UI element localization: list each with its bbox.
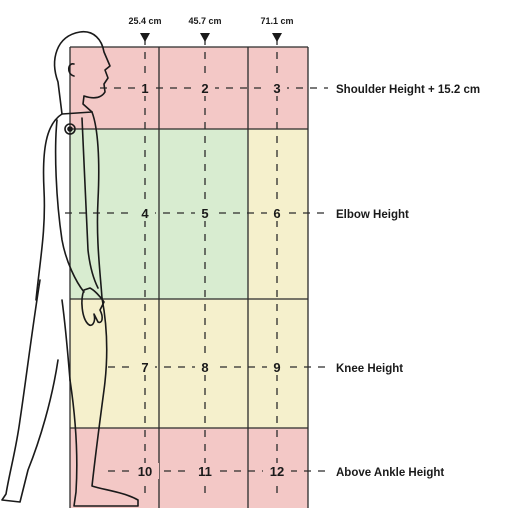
column-label-1: 25.4 cm bbox=[128, 16, 161, 26]
zone-number-5: 5 bbox=[201, 206, 208, 221]
zone-number-10: 10 bbox=[138, 464, 152, 479]
zone-grid bbox=[70, 47, 308, 508]
zone-number-8: 8 bbox=[201, 360, 208, 375]
column-labels: 25.4 cm 45.7 cm 71.1 cm bbox=[128, 16, 293, 26]
column-label-3: 71.1 cm bbox=[260, 16, 293, 26]
column-label-2: 45.7 cm bbox=[188, 16, 221, 26]
zone-number-4: 4 bbox=[141, 206, 149, 221]
row-label-shoulder: Shoulder Height + 15.2 cm bbox=[336, 84, 480, 96]
column-3-arrow-icon bbox=[272, 33, 282, 42]
zone-number-1: 1 bbox=[141, 81, 148, 96]
zone-number-6: 6 bbox=[273, 206, 280, 221]
row-label-knee: Knee Height bbox=[336, 363, 403, 375]
column-2-arrow-icon bbox=[200, 33, 210, 42]
zone-number-12: 12 bbox=[270, 464, 284, 479]
row-label-elbow: Elbow Height bbox=[336, 209, 409, 221]
column-arrows bbox=[140, 33, 282, 42]
row-labels: Shoulder Height + 15.2 cm Elbow Height K… bbox=[336, 84, 480, 479]
back-leg-outline bbox=[2, 280, 58, 502]
zone-number-3: 3 bbox=[273, 81, 280, 96]
zone-number-7: 7 bbox=[141, 360, 148, 375]
row-label-ankle: Above Ankle Height bbox=[336, 467, 444, 479]
zone-number-9: 9 bbox=[273, 360, 280, 375]
hip-outline bbox=[62, 300, 70, 380]
zone-number-2: 2 bbox=[201, 81, 208, 96]
column-1-arrow-icon bbox=[140, 33, 150, 42]
zone-number-11: 11 bbox=[198, 464, 212, 479]
